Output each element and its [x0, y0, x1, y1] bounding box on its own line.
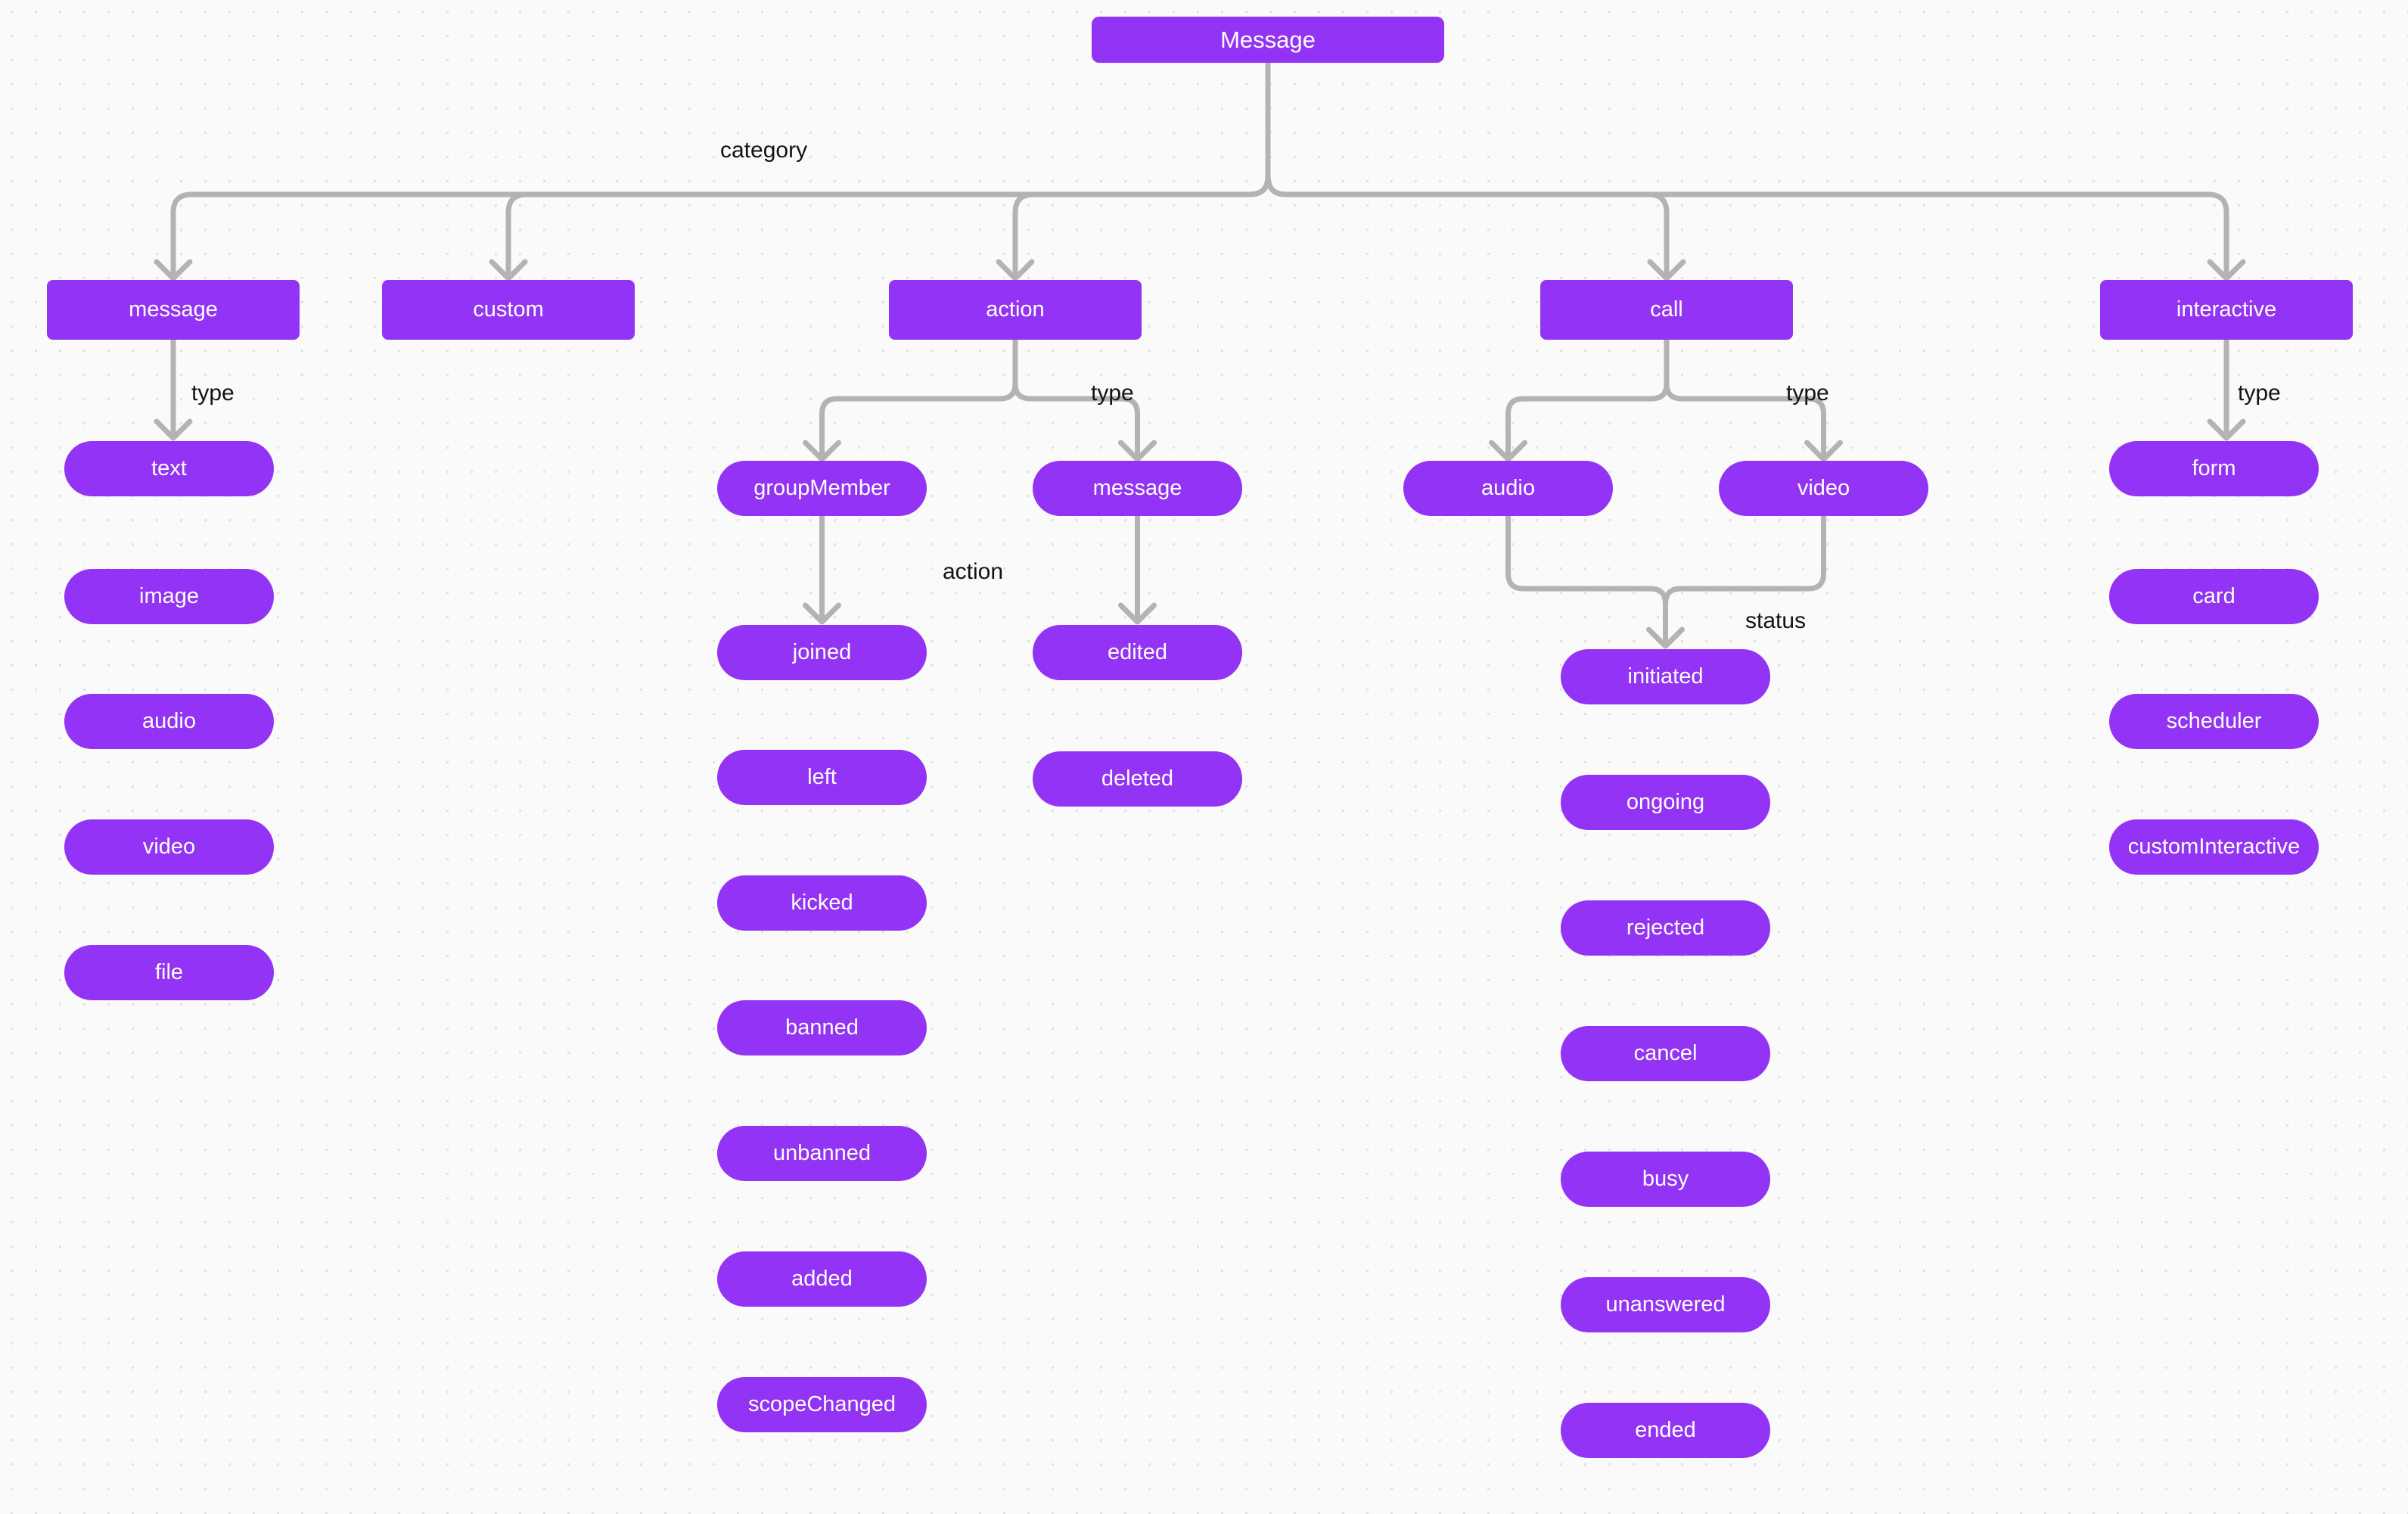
leaf-node-call-statuses-3[interactable]: cancel [1561, 1026, 1770, 1081]
leaf-node-action-message-types-0[interactable]: message [1033, 461, 1242, 516]
node-label: video [1797, 475, 1850, 500]
node-label: unanswered [1605, 1292, 1726, 1317]
edge-label-category: category [720, 138, 808, 163]
node-label: message [1092, 475, 1182, 500]
node-label: Message [1220, 26, 1316, 53]
edge-label-groupmember-action: action [943, 559, 1004, 584]
node-label: scopeChanged [747, 1391, 896, 1416]
leaf-node-message-types-1[interactable]: image [64, 569, 274, 624]
leaf-node-call-types-0[interactable]: audio [1403, 461, 1613, 516]
node-label: left [807, 764, 837, 789]
leaf-node-interactive-types-1[interactable]: card [2109, 569, 2319, 624]
node-label: video [142, 834, 196, 859]
node-label: rejected [1626, 915, 1705, 940]
node-label: interactive [2176, 297, 2277, 322]
edge-label-call-type: type [1786, 381, 1829, 406]
node-label: action [986, 297, 1045, 322]
leaf-node-call-types-video-0[interactable]: video [1719, 461, 1928, 516]
node-label: initiated [1627, 664, 1704, 689]
leaf-node-call-statuses-2[interactable]: rejected [1561, 900, 1770, 956]
leaf-node-groupmember-actions-4[interactable]: unbanned [717, 1126, 927, 1181]
node-label: ongoing [1626, 789, 1705, 814]
leaf-node-interactive-types-0[interactable]: form [2109, 441, 2319, 496]
node-label: unbanned [772, 1140, 872, 1165]
leaf-node-call-statuses-4[interactable]: busy [1561, 1152, 1770, 1207]
node-label: message [129, 297, 218, 322]
node-label: audio [142, 708, 196, 733]
leaf-node-interactive-types-2[interactable]: scheduler [2109, 694, 2319, 749]
node-label: banned [785, 1015, 859, 1040]
leaf-node-message-types-4[interactable]: file [64, 945, 274, 1000]
leaf-node-groupmember-actions-0[interactable]: joined [717, 625, 927, 680]
leaf-node-groupmember-actions-5[interactable]: added [717, 1251, 927, 1307]
category-node-action[interactable]: action [889, 280, 1142, 340]
category-node-interactive[interactable]: interactive [2100, 280, 2353, 340]
node-label: busy [1642, 1166, 1689, 1191]
leaf-node-call-statuses-5[interactable]: unanswered [1561, 1277, 1770, 1332]
leaf-node-groupmember-actions-1[interactable]: left [717, 750, 927, 805]
leaf-node-groupmember-actions-3[interactable]: banned [717, 1000, 927, 1055]
category-node-message[interactable]: message [47, 280, 300, 340]
leaf-node-call-statuses-1[interactable]: ongoing [1561, 775, 1770, 830]
leaf-node-message-actions-1[interactable]: deleted [1033, 751, 1242, 807]
node-label: file [154, 959, 184, 984]
leaf-node-action-types-0[interactable]: groupMember [717, 461, 927, 516]
node-label: joined [792, 639, 852, 664]
leaf-node-interactive-types-3[interactable]: customInteractive [2109, 819, 2319, 875]
leaf-node-message-types-3[interactable]: video [64, 819, 274, 875]
node-label: custom [473, 297, 544, 322]
node-label: text [151, 455, 187, 480]
edge-label-interactive-type: type [2238, 381, 2281, 406]
edge-label-action-type: type [1091, 381, 1134, 406]
node-label: edited [1107, 639, 1167, 664]
node-label: deleted [1101, 766, 1174, 791]
leaf-node-message-types-2[interactable]: audio [64, 694, 274, 749]
node-label: card [2192, 583, 2236, 608]
node-label: image [139, 583, 199, 608]
node-label: kicked [791, 890, 853, 915]
leaf-node-groupmember-actions-2[interactable]: kicked [717, 875, 927, 931]
node-label: groupMember [753, 475, 890, 500]
node-label: form [2192, 455, 2236, 480]
leaf-node-call-statuses-6[interactable]: ended [1561, 1403, 1770, 1458]
node-label: audio [1481, 475, 1535, 500]
category-node-call[interactable]: call [1540, 280, 1793, 340]
node-label: customInteractive [2127, 834, 2301, 859]
node-label: scheduler [2166, 708, 2262, 733]
root-node-message[interactable]: Message [1092, 17, 1444, 63]
leaf-node-groupmember-actions-6[interactable]: scopeChanged [717, 1377, 927, 1432]
leaf-node-message-actions-0[interactable]: edited [1033, 625, 1242, 680]
node-label: call [1650, 297, 1683, 322]
node-label: added [791, 1266, 853, 1291]
leaf-node-message-types-0[interactable]: text [64, 441, 274, 496]
node-label: cancel [1633, 1040, 1698, 1065]
leaf-node-call-statuses-0[interactable]: initiated [1561, 649, 1770, 704]
category-node-custom[interactable]: custom [382, 280, 635, 340]
edge-label-call-status: status [1745, 608, 1807, 633]
edge-label-message-type: type [191, 381, 235, 406]
node-label: ended [1635, 1417, 1696, 1442]
